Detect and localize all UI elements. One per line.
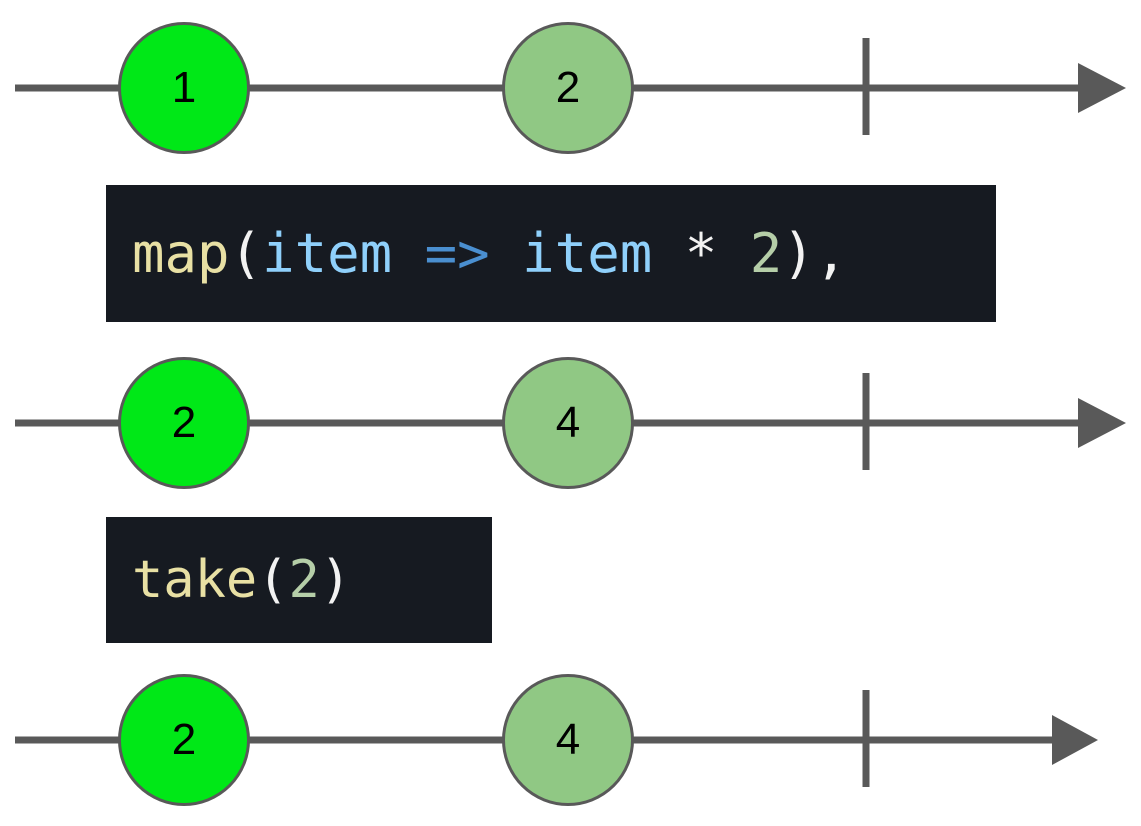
code-token-number: 2 <box>749 221 783 285</box>
marble-after-take-1[interactable]: 2 <box>118 674 250 806</box>
marble-after-map-2[interactable]: 4 <box>502 357 634 489</box>
timeline-arrowhead <box>1052 715 1098 765</box>
code-token-open-paren: ( <box>257 550 289 610</box>
operator-code-take: take(2) <box>132 554 351 606</box>
code-token-variable: item <box>522 221 653 285</box>
marble-after-map-1[interactable]: 2 <box>118 357 250 489</box>
code-token-param: item <box>262 221 393 285</box>
code-token-open-paren: ( <box>229 221 263 285</box>
marble-label: 2 <box>171 715 197 764</box>
code-token-space <box>717 222 750 285</box>
code-token-close-paren: ) <box>319 550 352 610</box>
code-token-function: take <box>132 550 258 610</box>
timeline-arrowhead <box>1078 63 1126 113</box>
marble-source-2[interactable]: 2 <box>502 22 634 154</box>
marble-label: 1 <box>171 63 197 112</box>
code-token-arrow: => <box>424 221 490 285</box>
operator-box-take[interactable]: take(2) <box>106 517 492 643</box>
code-token-space <box>392 222 425 285</box>
code-token-space <box>490 222 523 285</box>
operator-code-map: map(item => item * 2), <box>132 226 847 281</box>
code-token-function: map <box>132 221 230 285</box>
timeline-arrowhead <box>1078 398 1126 448</box>
timeline-row-after-map: 2 4 <box>0 340 1141 506</box>
marble-label: 4 <box>555 715 581 764</box>
marble-source-1[interactable]: 1 <box>118 22 250 154</box>
timeline-row-after-take: 2 4 <box>0 660 1141 826</box>
marble-after-take-2[interactable]: 4 <box>502 674 634 806</box>
marble-label: 2 <box>171 398 197 447</box>
code-token-space <box>652 222 685 285</box>
marble-label: 2 <box>555 63 581 112</box>
timeline-row-source: 1 2 <box>0 5 1141 171</box>
code-token-number: 2 <box>288 550 320 610</box>
code-token-operator: * <box>684 221 718 285</box>
marble-label: 4 <box>555 398 581 447</box>
operator-box-map[interactable]: map(item => item * 2), <box>106 185 996 322</box>
code-token-close-paren-comma: ), <box>782 221 848 285</box>
